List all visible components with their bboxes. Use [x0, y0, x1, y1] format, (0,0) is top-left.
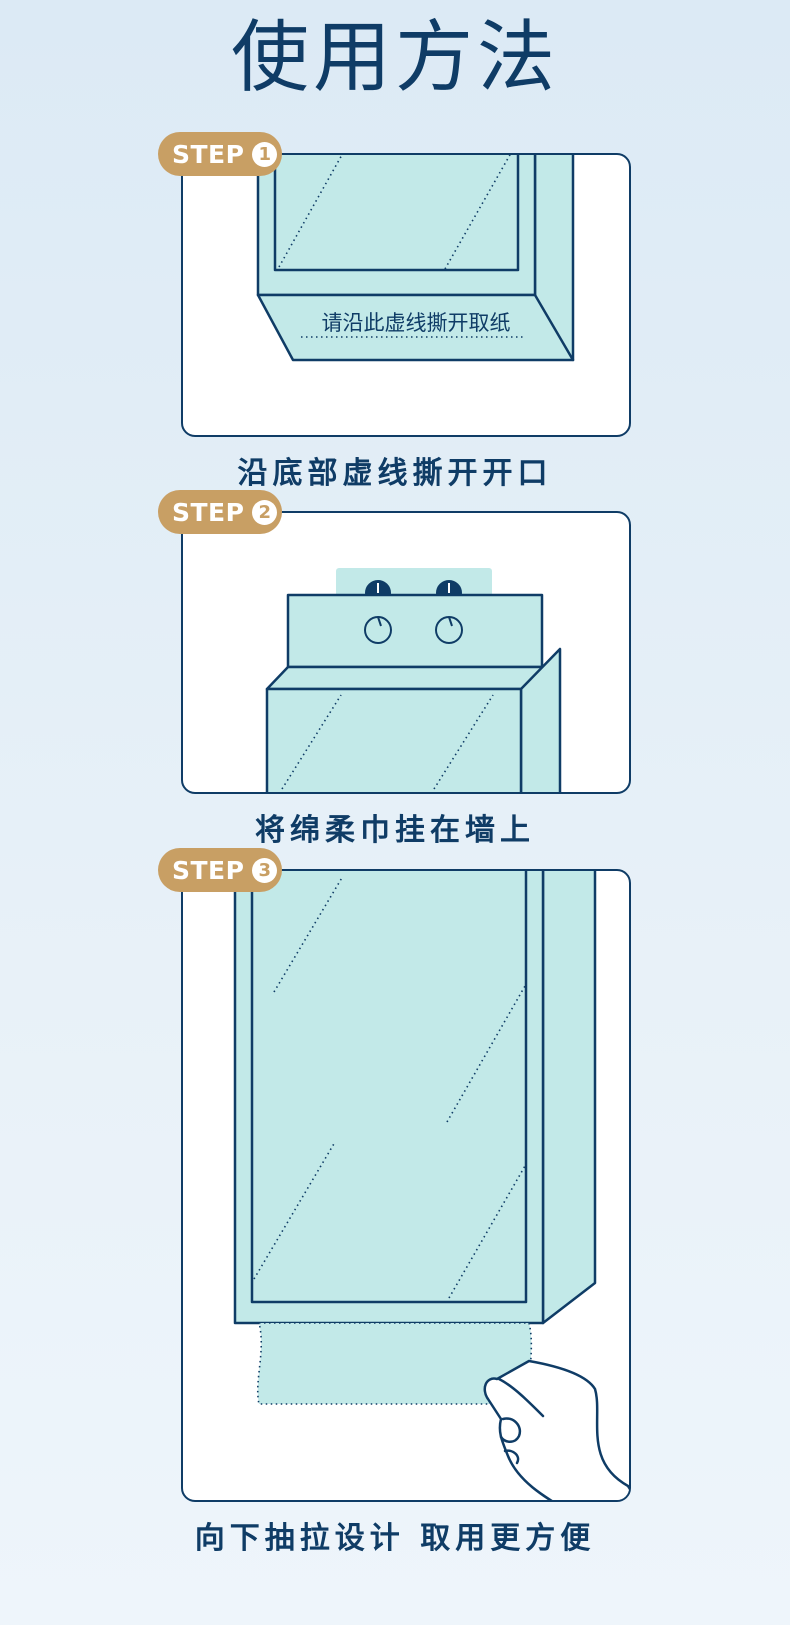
step-1-badge-number: 1: [252, 141, 278, 167]
hang-hole-left: [364, 616, 392, 644]
step-3-card: [181, 869, 631, 1502]
tear-instruction-text: 请沿此虚线撕开取纸: [322, 311, 511, 335]
package-right-side: [541, 871, 597, 1325]
hang-hole-right: [435, 616, 463, 644]
step-2-card: [181, 511, 631, 794]
step-3-badge-number: 3: [252, 857, 278, 883]
hanger-tab: [286, 593, 544, 669]
hand-icon: [483, 1359, 629, 1500]
step-2-illustration: [265, 568, 562, 792]
page-title: 使用方法: [230, 13, 559, 103]
package-front: [265, 687, 523, 792]
step-2-badge: STEP 2: [158, 490, 282, 534]
step-3-illustration: [233, 871, 629, 1500]
package-top-face: [265, 665, 544, 691]
package-window: [273, 155, 520, 272]
step-1-illustration: 请沿此虚线撕开取纸: [256, 155, 575, 362]
step-2-badge-number: 2: [252, 499, 278, 525]
step-2-badge-label: STEP: [172, 497, 245, 527]
step-2-caption: 将绵柔巾挂在墙上: [255, 813, 535, 848]
step-3-badge: STEP 3: [158, 848, 282, 892]
package-bottom-flap: [256, 293, 575, 362]
package-window: [250, 871, 528, 1304]
step-3-caption: 向下抽拉设计 取用更方便: [194, 1521, 596, 1556]
step-1-badge: STEP 1: [158, 132, 282, 176]
step-1-badge-label: STEP: [172, 139, 245, 169]
step-3-badge-label: STEP: [172, 855, 245, 885]
step-1-card: 请沿此虚线撕开取纸: [181, 153, 631, 437]
step-1-caption: 沿底部虚线撕开开口: [237, 456, 553, 491]
